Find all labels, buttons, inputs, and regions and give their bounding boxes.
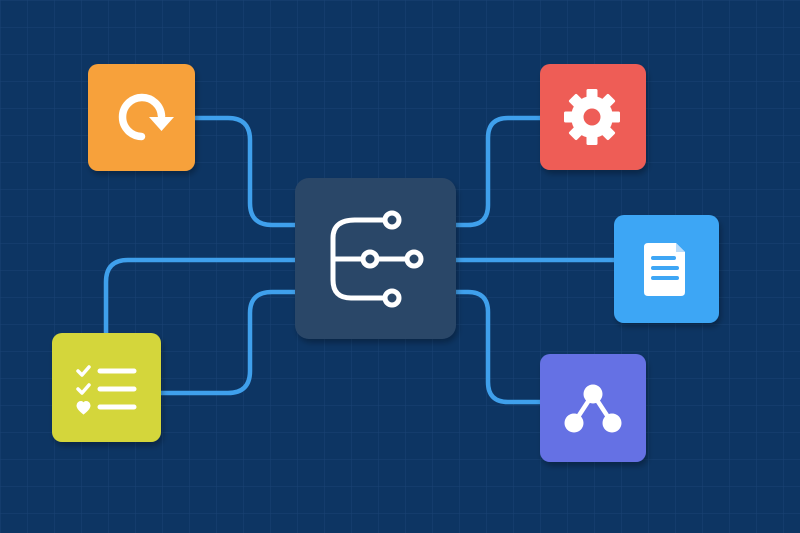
connector-share [453, 289, 543, 405]
document-icon [644, 243, 685, 296]
checklist-icon [76, 365, 137, 415]
document-node[interactable] [614, 215, 719, 323]
connector-refresh [192, 115, 298, 228]
share-nodes-icon [564, 384, 622, 433]
connectors [103, 115, 617, 405]
hierarchy-branch-icon [330, 210, 424, 308]
share-box [540, 354, 646, 462]
hub-node[interactable] [295, 178, 456, 339]
checklist-node[interactable] [52, 333, 161, 442]
connector-checklist-top [103, 257, 298, 336]
refresh-box [88, 64, 195, 171]
settings-node[interactable] [540, 64, 646, 170]
connector-checklist-bottom [158, 289, 298, 396]
share-node[interactable] [540, 354, 646, 462]
refresh-node[interactable] [88, 64, 195, 171]
gear-icon [564, 89, 620, 145]
refresh-icon [118, 93, 174, 141]
connector-settings [453, 115, 543, 228]
